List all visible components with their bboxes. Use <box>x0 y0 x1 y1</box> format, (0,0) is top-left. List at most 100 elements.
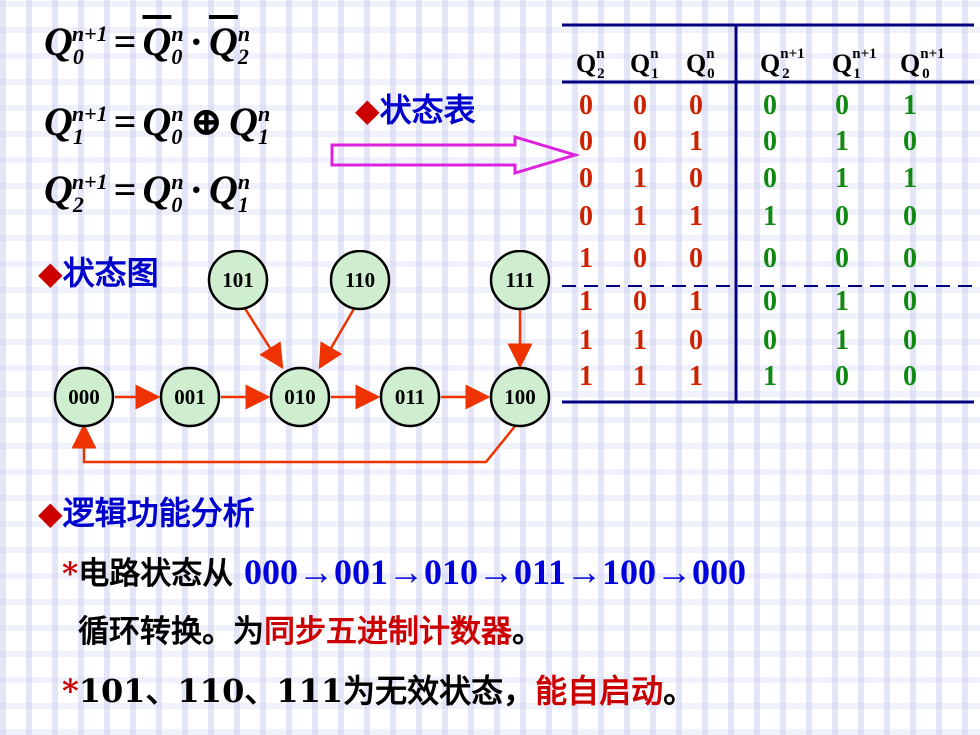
table-cell: 0 <box>903 243 917 274</box>
table-cell: 0 <box>579 163 593 194</box>
table-cell: 0 <box>763 90 777 121</box>
table-cell: 0 <box>763 243 777 274</box>
table-cell: 0 <box>579 90 593 121</box>
table-cell: 1 <box>689 361 703 392</box>
equation-q0: Q0n+1=Q0n·Q2n <box>44 19 251 69</box>
state-node-001: 001 <box>159 366 221 428</box>
state-node-circle <box>329 250 391 311</box>
table-cell: 1 <box>835 325 849 356</box>
table-cell: 0 <box>633 243 647 274</box>
table-cell: 0 <box>763 286 777 317</box>
table-cell: 1 <box>689 126 703 157</box>
table-cell: 1 <box>579 243 593 274</box>
equation-q1: Q1n+1=Q0n⊕Q1n <box>44 99 271 149</box>
table-cell: 1 <box>763 201 777 232</box>
state-node-010: 010 <box>269 366 331 428</box>
state-node-label: 100 <box>504 385 536 409</box>
table-cell: 1 <box>579 361 593 392</box>
table-cell: 1 <box>579 286 593 317</box>
table-cell: 0 <box>633 126 647 157</box>
diamond-bullet-icon: ◆ <box>355 91 380 129</box>
analysis-heading: ◆逻辑功能分析 <box>38 494 255 532</box>
diamond-bullet-icon: ◆ <box>38 494 63 532</box>
state-node-label: 111 <box>505 268 534 292</box>
state-node-100: 100 <box>489 366 551 428</box>
state-sequence: 000→001→010→011→100→000 <box>244 552 747 592</box>
self-start-highlight: 能自启动 <box>535 672 664 710</box>
state-node-circle <box>489 250 551 311</box>
table-cell: 1 <box>835 126 849 157</box>
state-node-label: 001 <box>174 385 206 409</box>
table-cell: 0 <box>835 361 849 392</box>
table-cell: 0 <box>903 126 917 157</box>
state-node-circle <box>159 366 221 428</box>
state-node-circle <box>489 366 551 428</box>
table-cell: 0 <box>579 126 593 157</box>
table-cell: 1 <box>579 325 593 356</box>
table-cell: 1 <box>689 286 703 317</box>
analysis-line-3: *101、110、111为无效状态，能自启动。 <box>62 672 696 710</box>
table-cell: 1 <box>633 163 647 194</box>
state-diagram-heading: ◆状态图 <box>38 254 159 292</box>
state-node-label: 010 <box>284 385 316 409</box>
table-cell: 0 <box>689 325 703 356</box>
table-cell: 0 <box>633 286 647 317</box>
edge-100-000 <box>71 419 521 464</box>
state-node-101: 101 <box>207 250 269 311</box>
state-node-label: 000 <box>68 385 100 409</box>
table-cell: 1 <box>633 201 647 232</box>
state-node-011: 011 <box>379 366 441 428</box>
state-node-110: 110 <box>329 250 391 311</box>
analysis-line-2: 循环转换。为同步五进制计数器。 <box>78 614 543 650</box>
table-cell: 0 <box>633 90 647 121</box>
table-cell: 1 <box>903 90 917 121</box>
star-bullet-icon: * <box>62 556 79 592</box>
table-cell: 1 <box>689 201 703 232</box>
edge-110-010 <box>318 306 357 370</box>
analysis-line-1: *电路状态从 000→001→010→011→100→000 <box>62 552 747 592</box>
state-diagram: 000 001 010 011 100 101 110 111 <box>53 250 551 464</box>
table-cell: 1 <box>763 361 777 392</box>
state-node-label: 101 <box>222 268 254 292</box>
state-node-label: 011 <box>395 385 425 409</box>
table-cell: 0 <box>903 286 917 317</box>
table-cell: 0 <box>763 325 777 356</box>
table-cell: 0 <box>903 325 917 356</box>
state-node-circle <box>379 366 441 428</box>
table-cell: 1 <box>835 163 849 194</box>
edge-101-010 <box>242 306 284 370</box>
state-node-111: 111 <box>489 250 551 311</box>
state-node-circle <box>53 366 115 428</box>
state-node-circle <box>207 250 269 311</box>
table-cell: 0 <box>835 201 849 232</box>
table-cell: 0 <box>903 201 917 232</box>
table-cell: 1 <box>633 361 647 392</box>
counter-type-highlight: 同步五进制计数器 <box>264 614 512 650</box>
table-cell: 1 <box>633 325 647 356</box>
table-cell: 0 <box>689 90 703 121</box>
state-node-label: 110 <box>345 268 375 292</box>
pointer-arrow-icon <box>330 135 580 175</box>
state-node-circle <box>269 366 331 428</box>
table-cell: 1 <box>835 286 849 317</box>
table-cell: 0 <box>763 126 777 157</box>
state-table-heading: ◆状态表 <box>355 91 476 129</box>
diamond-bullet-icon: ◆ <box>38 254 63 292</box>
table-cell: 0 <box>835 90 849 121</box>
table-cell: 0 <box>763 163 777 194</box>
table-cell: 0 <box>689 243 703 274</box>
table-cell: 0 <box>579 201 593 232</box>
table-cell: 0 <box>835 243 849 274</box>
state-node-000: 000 <box>53 366 115 428</box>
star-bullet-icon: * <box>62 672 79 710</box>
equation-q2: Q2n+1=Q0n·Q1n <box>44 167 251 217</box>
table-cell: 0 <box>903 361 917 392</box>
table-cell: 0 <box>689 163 703 194</box>
